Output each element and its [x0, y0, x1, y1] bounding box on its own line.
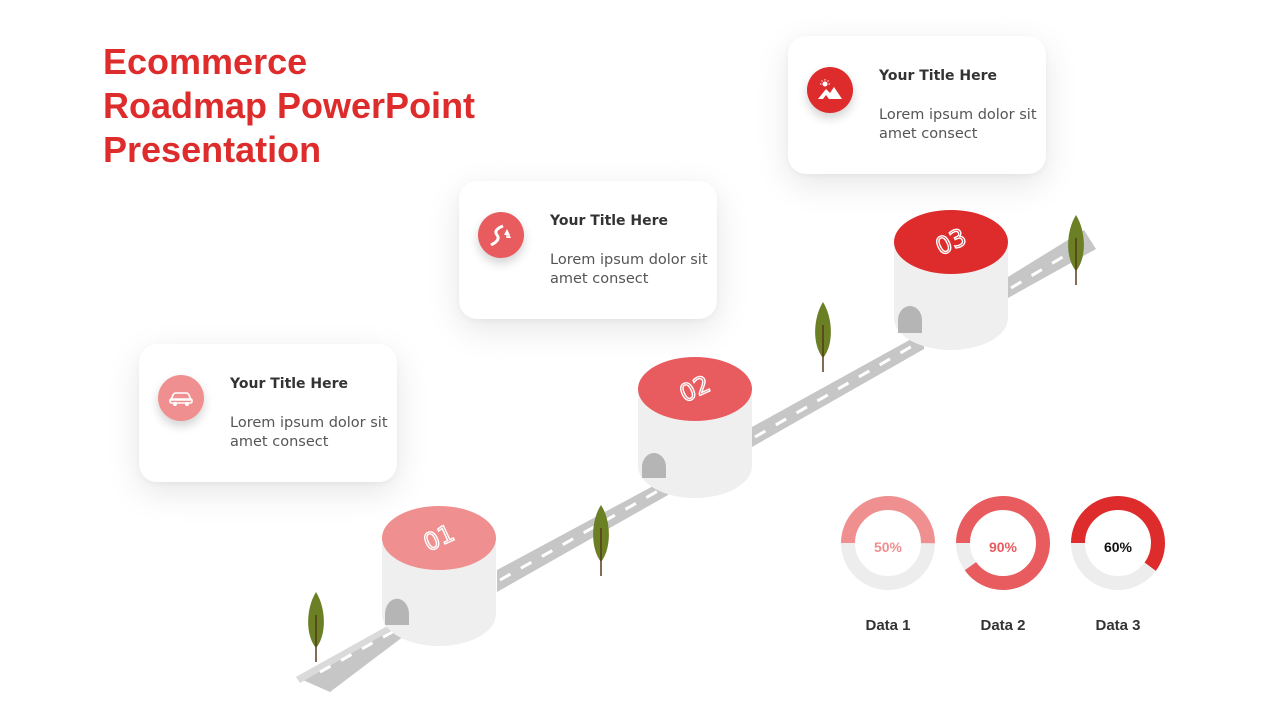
donut-chart-3	[1071, 496, 1165, 590]
tree-icon	[815, 302, 831, 372]
title-line: Roadmap PowerPoint	[103, 85, 476, 126]
tree-icon	[308, 592, 324, 662]
donut-arc-2	[956, 496, 1050, 590]
title-line: Presentation	[103, 129, 322, 170]
road-segment-3	[752, 332, 924, 447]
milestone-top-3	[894, 210, 1008, 274]
donut-label-2: Data 2	[980, 617, 1026, 634]
card-title: Your Title Here	[879, 68, 998, 84]
donut-value-3: 60%	[1103, 539, 1133, 555]
road-segment-2	[497, 478, 668, 592]
tree-icon	[1068, 215, 1084, 285]
milestone-top-1	[382, 506, 496, 570]
milestone-pillar-3: 03	[894, 210, 1008, 350]
donut-arc-1	[841, 496, 935, 590]
card-description: Lorem ipsum dolor sit amet consect	[879, 107, 1037, 142]
title-line: Ecommerce	[103, 41, 308, 82]
donut-value-2: 90%	[988, 539, 1018, 555]
donut-chart-1	[841, 496, 935, 590]
milestone-pillar-2: 02	[638, 357, 752, 498]
donut-center	[1088, 513, 1148, 573]
milestone-top-2	[638, 357, 752, 421]
donut-center	[858, 513, 918, 573]
mountain-sun-icon	[807, 67, 853, 113]
car-icon	[158, 375, 204, 421]
card-title: Your Title Here	[550, 213, 669, 229]
milestone-card-2: Your Title Here Lorem ipsum dolor sit am…	[459, 181, 717, 319]
donut-center	[973, 513, 1033, 573]
card-title: Your Title Here	[230, 376, 349, 392]
road-segment-1	[296, 614, 412, 692]
milestone-card-1: Your Title Here Lorem ipsum dolor sit am…	[139, 344, 397, 482]
slide-title: Ecommerce Roadmap PowerPoint Presentatio…	[103, 40, 475, 172]
tree-icon	[593, 505, 609, 576]
winding-road-icon	[478, 212, 524, 258]
donut-arc-3	[1071, 496, 1165, 590]
milestone-card-3: Your Title Here Lorem ipsum dolor sit am…	[788, 36, 1046, 174]
donut-label-3: Data 3	[1095, 617, 1141, 634]
donut-chart-2	[956, 496, 1050, 590]
card-description: Lorem ipsum dolor sit amet consect	[550, 252, 708, 287]
donut-label-1: Data 1	[865, 617, 911, 634]
donut-value-1: 50%	[873, 539, 903, 555]
milestone-pillar-1: 01	[382, 506, 496, 646]
card-description: Lorem ipsum dolor sit amet consect	[230, 415, 388, 450]
